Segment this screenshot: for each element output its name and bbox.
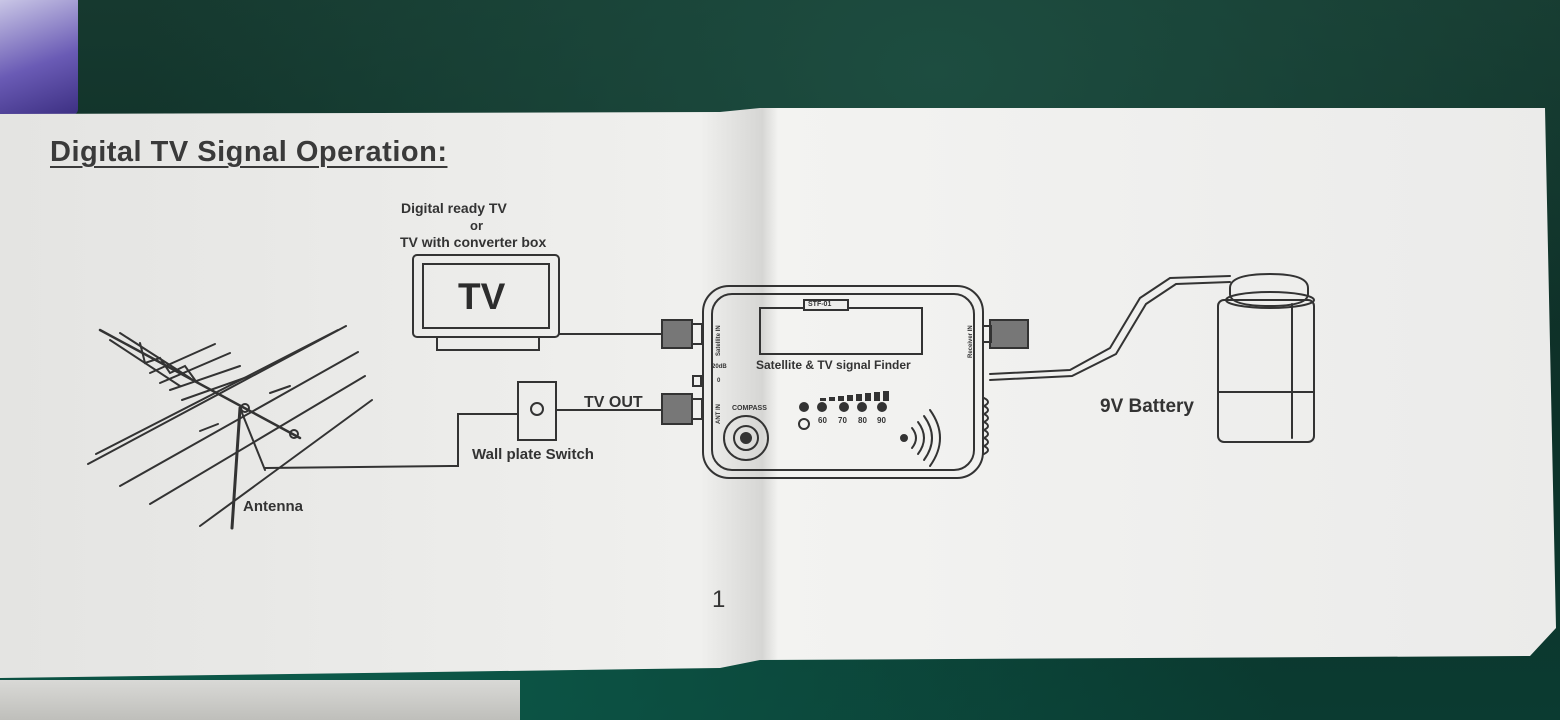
finder-name: Satellite & TV signal Finder <box>756 358 911 372</box>
tv-screen-text: TV <box>458 276 506 317</box>
diagram-lines <box>87 254 1315 530</box>
port-satellite-in-label: Satellite IN <box>716 325 722 356</box>
battery-drawing <box>1217 272 1315 443</box>
floor-surface <box>0 680 520 720</box>
scale-label: 60 <box>818 416 827 425</box>
compass-dial <box>723 415 769 461</box>
manual-page: Digital TV Signal Operation: Digital rea… <box>0 108 1560 686</box>
scale-label: 90 <box>877 416 886 425</box>
antenna-drawing <box>87 325 451 530</box>
paper-sheet <box>0 108 1556 678</box>
tv-out-label: TV OUT <box>584 394 643 411</box>
signal-finder <box>702 285 984 479</box>
tv-caption-line3: TV with converter box <box>400 234 547 250</box>
switch-label: 0 <box>717 378 721 384</box>
gain-label: 20dB <box>712 364 727 370</box>
tv-caption-line2: or <box>470 218 483 233</box>
compass-label: COMPASS <box>732 405 767 412</box>
wall-plate-label: Wall plate Switch <box>472 446 594 463</box>
signal-bars <box>820 391 889 401</box>
battery-label: 9V Battery <box>1100 396 1194 417</box>
box-corner <box>0 0 78 115</box>
port-receiver-in-label: Receiver IN <box>968 325 974 358</box>
tv-caption-line1: Digital ready TV <box>401 200 507 216</box>
page-number: 1 <box>712 586 726 613</box>
antenna-label: Antenna <box>243 498 303 515</box>
finder-model: STF-01 <box>808 301 832 308</box>
scale-label: 80 <box>858 416 867 425</box>
manual-artwork <box>0 108 1556 678</box>
port-ant-in-label: ANT IN <box>716 404 722 424</box>
page-title: Digital TV Signal Operation: <box>50 136 448 168</box>
scale-label: 70 <box>838 416 847 425</box>
